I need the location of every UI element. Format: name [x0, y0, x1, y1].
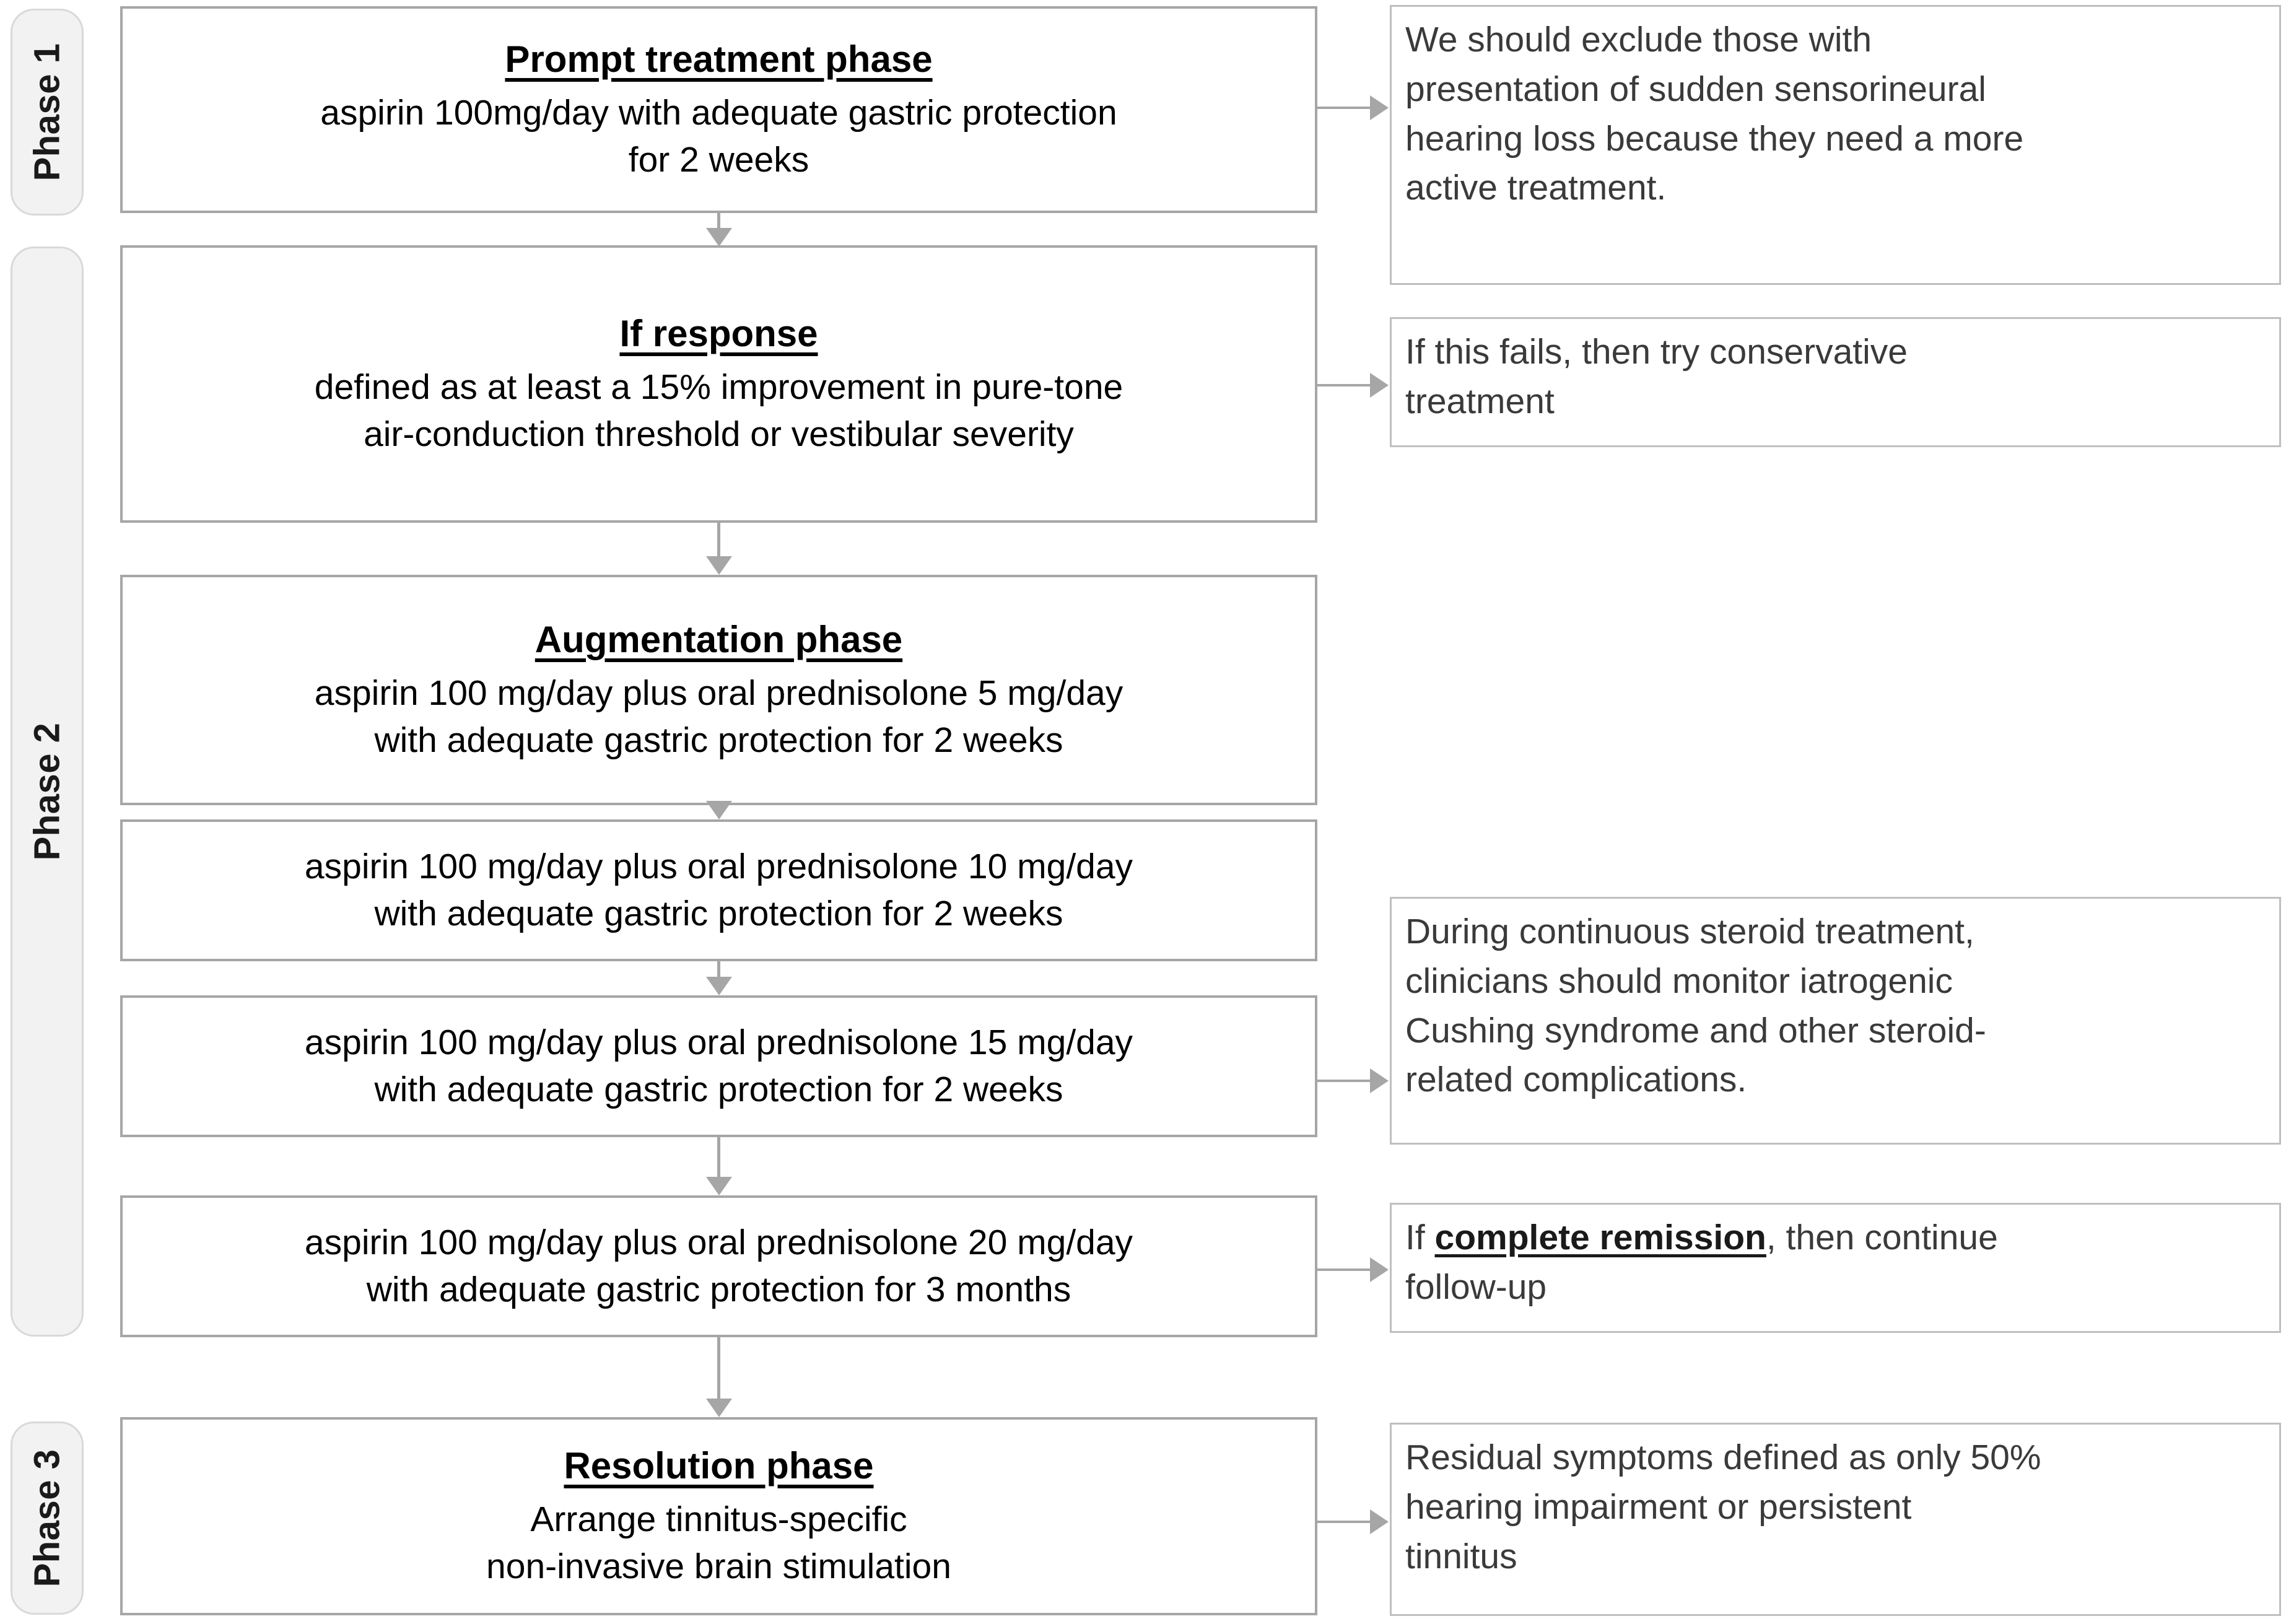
flow-box-prednisolone-20mg[interactable]: aspirin 100 mg/day plus oral prednisolon… — [120, 1195, 1317, 1337]
arrowhead-box3-to-box4 — [706, 801, 732, 819]
flow-box-resolution-phase[interactable]: Resolution phase Arrange tinnitus-specif… — [120, 1417, 1317, 1615]
box-line: for 2 weeks — [628, 140, 809, 180]
note-line: tinnitus — [1405, 1536, 1517, 1576]
flow-box-prompt-treatment-phase[interactable]: Prompt treatment phase aspirin 100mg/day… — [120, 6, 1317, 213]
note-line: clinicians should monitor iatrogenic — [1405, 961, 1953, 1001]
note-line: treatment — [1405, 381, 1555, 421]
arrowhead-to-note-conservative — [1370, 373, 1389, 398]
phase-tab-3: Phase 3 — [11, 1421, 84, 1615]
box-line: aspirin 100 mg/day plus oral prednisolon… — [314, 673, 1123, 714]
box-line: non-invasive brain stimulation — [486, 1547, 951, 1586]
box-title-prompt-treatment-phase: Prompt treatment phase — [505, 38, 933, 81]
box-line: with adequate gastric protection for 2 w… — [374, 720, 1063, 760]
flow-box-augmentation-phase[interactable]: Augmentation phase aspirin 100 mg/day pl… — [120, 575, 1317, 805]
note-box-exclusion[interactable]: We should exclude those with presentatio… — [1390, 5, 2281, 285]
box-title-resolution-phase: Resolution phase — [564, 1445, 874, 1487]
note-suffix: , then continue — [1766, 1218, 1998, 1257]
connector-to-note-exclusion — [1317, 107, 1373, 109]
box-title-augmentation-phase: Augmentation phase — [534, 619, 903, 661]
note-box-residual-symptoms[interactable]: Residual symptoms defined as only 50% he… — [1390, 1423, 2281, 1616]
box-line: with adequate gastric protection for 3 m… — [366, 1269, 1071, 1309]
connector-box2-to-box3 — [717, 523, 720, 557]
note-line: related complications. — [1405, 1060, 1747, 1100]
note-line: Cushing syndrome and other steroid- — [1405, 1010, 1986, 1050]
note-line: presentation of sudden sensorineural — [1405, 69, 1986, 109]
box-line: air-conduction threshold or vestibular s… — [364, 414, 1074, 454]
note-line: active treatment. — [1405, 168, 1667, 208]
connector-to-note-residual-symptoms — [1317, 1521, 1373, 1523]
connector-box5-to-box6 — [717, 1137, 720, 1181]
box-line: Arrange tinnitus-specific — [530, 1500, 907, 1540]
box-line: aspirin 100 mg/day plus oral prednisolon… — [304, 1022, 1133, 1062]
connector-box1-to-box2 — [717, 213, 720, 232]
arrowhead-to-note-complete-remission — [1370, 1257, 1389, 1282]
connector-box6-to-box7 — [717, 1337, 720, 1402]
box-line: defined as at least a 15% improvement in… — [314, 367, 1123, 408]
connector-box4-to-box5 — [717, 961, 720, 980]
note-line: If this fails, then try conservative — [1405, 332, 1908, 372]
note-box-conservative[interactable]: If this fails, then try conservative tre… — [1390, 317, 2281, 447]
arrowhead-to-note-exclusion — [1370, 95, 1389, 120]
phase-tab-1: Phase 1 — [11, 9, 84, 216]
note-line: hearing loss because they need a more — [1405, 118, 2024, 159]
note-line: We should exclude those with — [1405, 20, 1872, 59]
flow-box-prednisolone-15mg[interactable]: aspirin 100 mg/day plus oral prednisolon… — [120, 995, 1317, 1137]
phase-3-label: Phase 3 — [27, 1449, 68, 1587]
arrowhead-box5-to-box6 — [706, 1177, 732, 1195]
note-line: hearing impairment or persistent — [1405, 1486, 1912, 1527]
box-line: aspirin 100 mg/day plus oral prednisolon… — [304, 1222, 1133, 1262]
arrowhead-box2-to-box3 — [706, 556, 732, 575]
arrowhead-to-note-steroid-monitoring — [1370, 1068, 1389, 1093]
connector-to-note-steroid-monitoring — [1317, 1080, 1373, 1082]
box-line: aspirin 100mg/day with adequate gastric … — [320, 93, 1117, 133]
arrowhead-box1-to-box2 — [706, 228, 732, 247]
arrowhead-box6-to-box7 — [706, 1399, 732, 1417]
note-prefix: If — [1405, 1218, 1435, 1257]
connector-to-note-conservative — [1317, 384, 1373, 386]
phase-2-label: Phase 2 — [27, 722, 68, 861]
box-line: aspirin 100 mg/day plus oral prednisolon… — [304, 846, 1133, 886]
note-line: Residual symptoms defined as only 50% — [1405, 1438, 2041, 1477]
note-line: During continuous steroid treatment, — [1405, 912, 1974, 951]
note-line: follow-up — [1405, 1267, 1547, 1307]
box-line: with adequate gastric protection for 2 w… — [374, 1069, 1063, 1109]
arrowhead-to-note-residual-symptoms — [1370, 1509, 1389, 1534]
note-box-complete-remission[interactable]: If complete remission, then continue fol… — [1390, 1203, 2281, 1333]
note-box-steroid-monitoring[interactable]: During continuous steroid treatment, cli… — [1390, 897, 2281, 1145]
phase-1-label: Phase 1 — [27, 43, 68, 181]
box-title-if-response: If response — [619, 313, 818, 355]
note-emphasis-complete-remission: complete remission — [1434, 1218, 1766, 1257]
phase-tab-2: Phase 2 — [11, 247, 84, 1337]
box-line: with adequate gastric protection for 2 w… — [374, 893, 1063, 933]
arrowhead-box4-to-box5 — [706, 977, 732, 995]
connector-to-note-complete-remission — [1317, 1268, 1373, 1271]
flow-box-prednisolone-10mg[interactable]: aspirin 100 mg/day plus oral prednisolon… — [120, 819, 1317, 961]
note-line-remission: If complete remission, then continue — [1405, 1213, 2266, 1263]
flow-box-if-response[interactable]: If response defined as at least a 15% im… — [120, 245, 1317, 523]
